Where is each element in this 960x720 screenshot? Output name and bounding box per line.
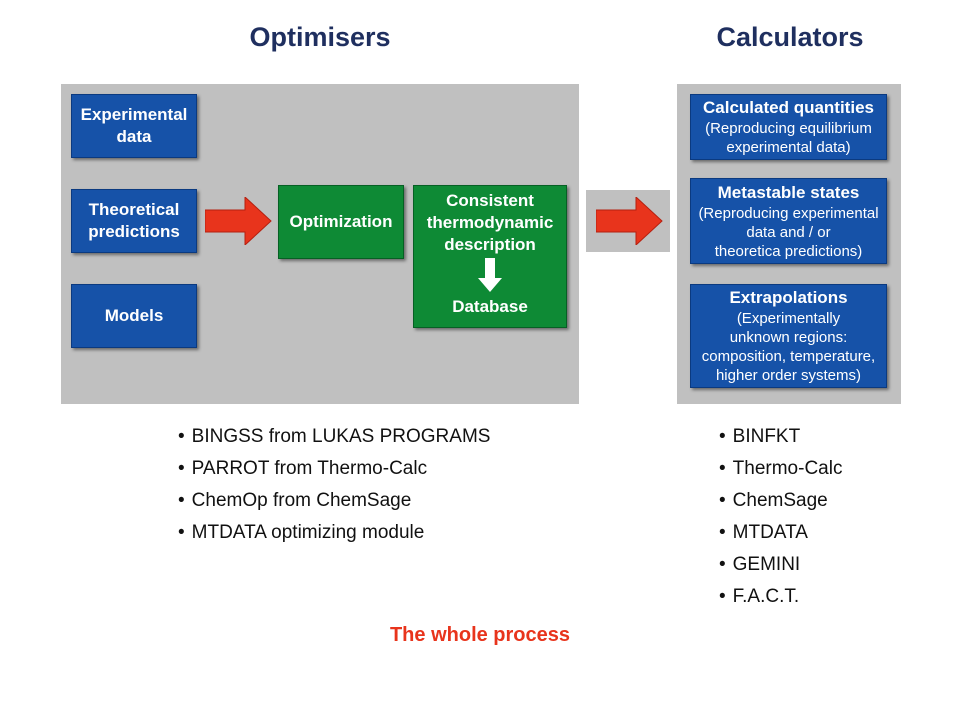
- calculated-quantities-title: Calculated quantities: [703, 98, 874, 117]
- metastable-states-line-2: data and / or: [746, 223, 831, 241]
- list-item: MTDATA: [719, 517, 842, 549]
- extrapolations-line-2: unknown regions:: [729, 329, 848, 346]
- optimization-label: Optimization: [289, 212, 393, 231]
- experimental-data-box: Experimental data: [71, 94, 197, 158]
- optimiser-programs-list: BINGSS from LUKAS PROGRAMS PARROT from T…: [178, 421, 491, 549]
- caption: The whole process: [389, 624, 571, 646]
- calculated-quantities-line-2: experimental data): [726, 139, 851, 156]
- list-item: ChemOp from ChemSage: [178, 485, 490, 517]
- list-item: F.A.C.T.: [719, 581, 842, 613]
- models-box: Models: [71, 284, 197, 348]
- list-item: BINGSS from LUKAS PROGRAMS: [178, 421, 491, 453]
- models-label: Models: [104, 306, 164, 325]
- consistent-line-2: thermodynamic: [426, 213, 554, 232]
- calculated-quantities-line-1: (Reproducing equilibrium: [705, 120, 872, 137]
- metastable-states-line-1: (Reproducing experimental: [698, 204, 879, 222]
- list-item: BINFKT: [719, 421, 842, 453]
- consistent-line-1: Consistent: [446, 191, 534, 210]
- consistent-line-3: description: [444, 235, 536, 254]
- list-item: ChemSage: [719, 485, 842, 517]
- extrapolations-title: Extrapolations: [729, 288, 848, 307]
- calculators-heading: Calculators: [716, 22, 864, 52]
- extrapolations-box: Extrapolations (Experimentally unknown r…: [690, 284, 887, 388]
- theoretical-predictions-box: Theoretical predictions: [71, 189, 197, 253]
- database-label: Database: [452, 297, 528, 316]
- theoretical-predictions-label: Theoretical predictions: [88, 200, 180, 241]
- experimental-data-label: Experimental data: [80, 105, 188, 146]
- extrapolations-line-3: composition, temperature,: [701, 348, 876, 365]
- optimization-box: Optimization: [278, 185, 404, 259]
- right-arrow-icon: [596, 197, 663, 245]
- optimisers-heading: Optimisers: [249, 22, 391, 52]
- down-arrow-icon: [478, 258, 502, 292]
- metastable-states-title: Metastable states: [717, 182, 860, 202]
- calculated-quantities-box: Calculated quantities (Reproducing equil…: [690, 94, 887, 160]
- metastable-states-box: Metastable states (Reproducing experimen…: [690, 178, 887, 264]
- list-item: PARROT from Thermo-Calc: [178, 453, 490, 485]
- right-arrow-icon: [205, 197, 272, 245]
- consistent-description-box: Consistent thermodynamic description Dat…: [413, 185, 567, 328]
- extrapolations-line-1: (Experimentally: [736, 310, 841, 327]
- list-item: Thermo-Calc: [719, 453, 843, 485]
- list-item: GEMINI: [719, 549, 842, 581]
- extrapolations-line-4: higher order systems): [715, 367, 862, 384]
- metastable-states-line-3: theoretica predictions): [714, 242, 863, 260]
- list-item: MTDATA optimizing module: [178, 517, 490, 549]
- calculator-programs-list: BINFKT Thermo-Calc ChemSage MTDATA GEMIN…: [719, 421, 843, 613]
